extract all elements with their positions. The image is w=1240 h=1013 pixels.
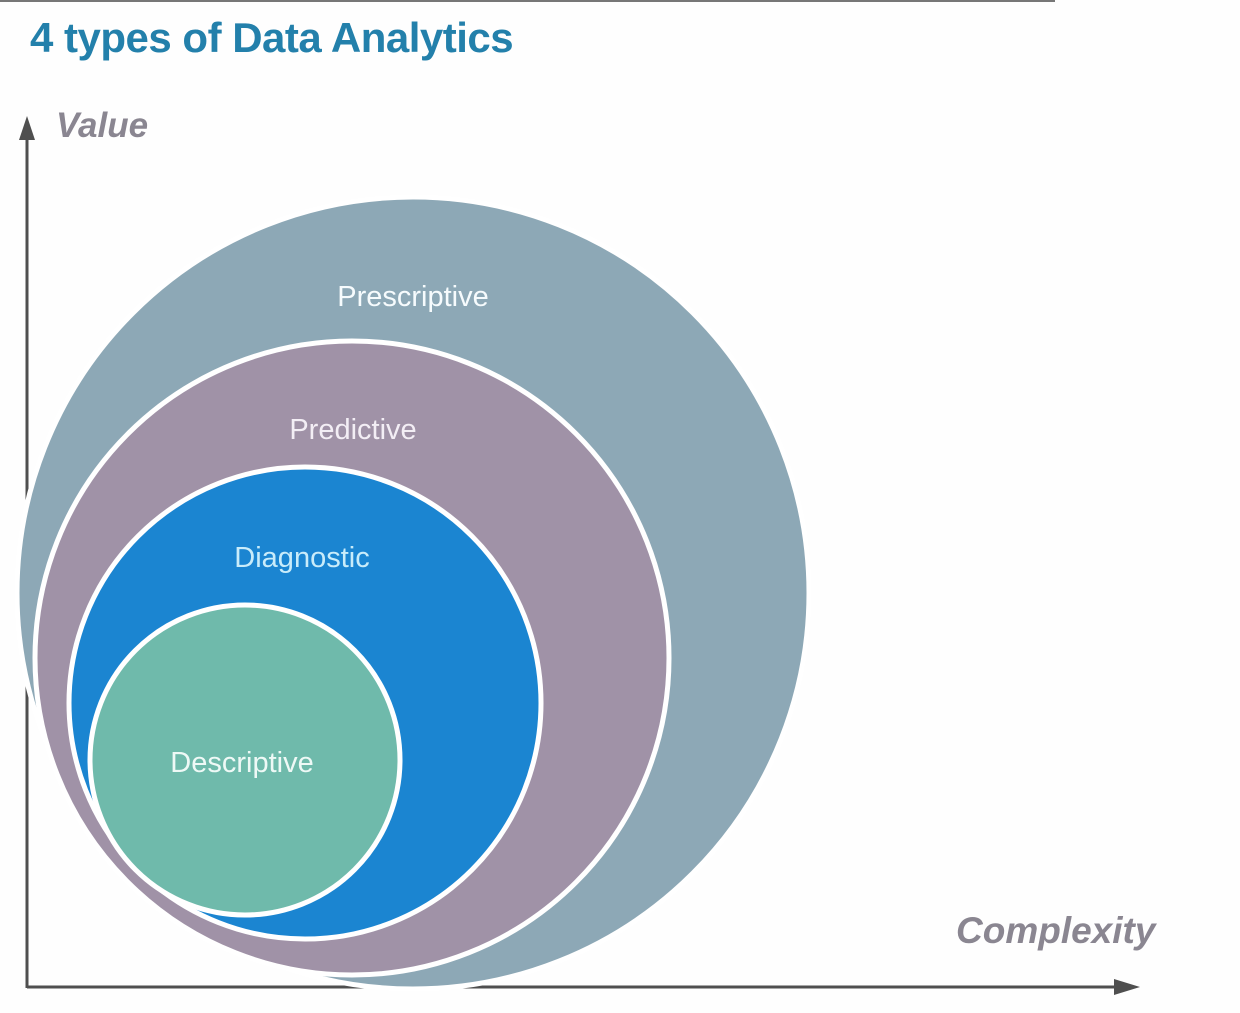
complexity-axis (27, 979, 1140, 995)
diagnostic-label: Diagnostic (234, 542, 370, 574)
value-axis-arrowhead (19, 116, 35, 140)
prescriptive-label: Prescriptive (337, 281, 489, 313)
page-title: 4 types of Data Analytics (30, 14, 514, 61)
predictive-label: Predictive (289, 414, 417, 446)
top-border-line (0, 0, 1055, 2)
descriptive-label: Descriptive (170, 747, 314, 779)
descriptive-circle (87, 602, 403, 918)
value-axis-label: Value (56, 106, 149, 145)
complexity-axis-label: Complexity (956, 910, 1156, 951)
complexity-axis-arrowhead (1114, 979, 1140, 995)
